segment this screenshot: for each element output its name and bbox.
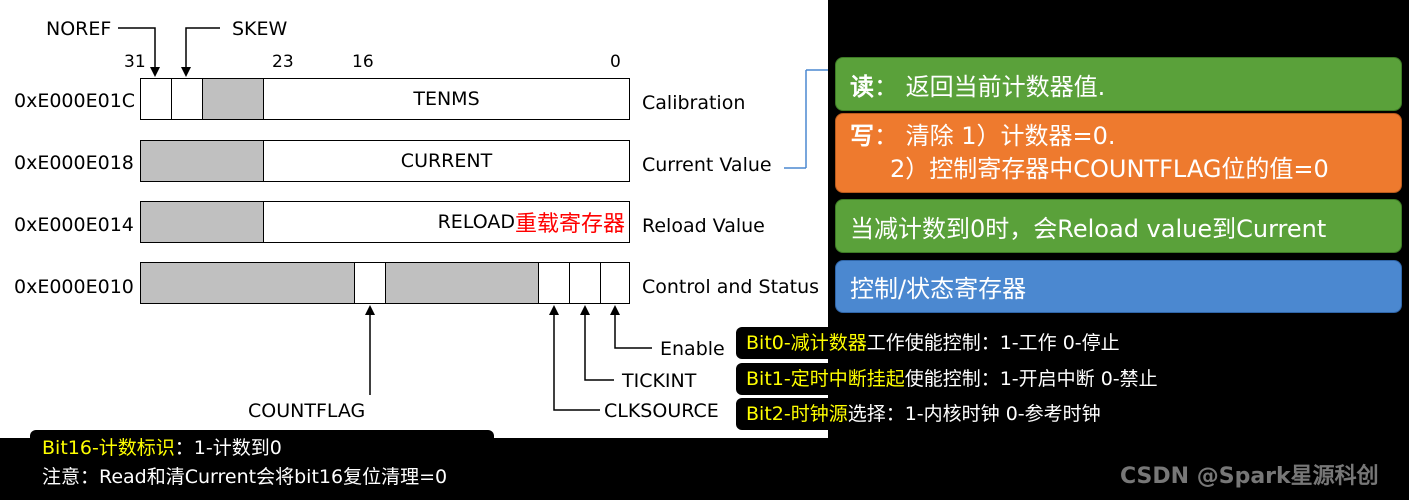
bit-number-23: 23	[272, 52, 294, 72]
write-line1: ： 清除 1）计数器=0.	[874, 122, 1116, 150]
skew-bit-cell	[172, 79, 203, 119]
skew-arrow	[181, 27, 220, 77]
tickint-bit-cell	[570, 263, 601, 303]
register-name-control: Control and Status	[642, 276, 820, 298]
read-text: ： 返回当前计数器值.	[874, 72, 1106, 101]
bit-number-0: 0	[610, 52, 621, 72]
enable-bit-cell	[601, 263, 629, 303]
bit0-rest: 工作使能控制：1-工作 0-停止	[866, 332, 1120, 354]
countflag-bit-cell	[355, 263, 386, 303]
info-reload: 当减计数到0时，会Reload value到Current	[835, 199, 1402, 253]
noref-bit-cell	[141, 79, 172, 119]
tickint-label: TICKINT	[622, 370, 697, 392]
reserved-cell	[141, 263, 355, 303]
control-text: 控制/状态寄存器	[850, 275, 1027, 303]
tenms-field: TENMS	[413, 88, 480, 110]
clksource-bit-cell	[539, 263, 570, 303]
reload-field-label: RELOAD	[437, 211, 515, 233]
register-current: CURRENT	[140, 140, 630, 182]
register-reload: RELOAD 重载寄存器	[140, 201, 630, 243]
read-key: 读	[850, 72, 874, 101]
info-read: 读： 返回当前计数器值.	[835, 57, 1402, 111]
reserved-cell	[141, 141, 264, 181]
reserved-cell	[386, 263, 539, 303]
bit-number-16: 16	[352, 52, 374, 72]
register-name-reload: Reload Value	[642, 215, 765, 237]
register-control	[140, 262, 630, 304]
current-bracket	[784, 69, 828, 169]
bit2-rest: 选择：1-内核时钟 0-参考时钟	[847, 403, 1101, 425]
bit2-note: Bit2-时钟源选择：1-内核时钟 0-参考时钟	[736, 398, 1111, 430]
bit16-rest: ：1-计数到0	[174, 437, 282, 459]
address-control: 0xE000E010	[14, 276, 134, 298]
address-calibration: 0xE000E01C	[14, 90, 136, 112]
reserved-cell	[141, 202, 264, 242]
clksource-label: CLKSOURCE	[604, 400, 719, 422]
info-write: 写： 清除 1）计数器=0. 2）控制寄存器中COUNTFLAG位的值=0	[835, 113, 1402, 193]
noref-label: NOREF	[46, 18, 112, 40]
bit1-rest: 使能控制：1-开启中断 0-禁止	[904, 368, 1158, 390]
reserved-cell	[203, 79, 264, 119]
clksource-arrow	[549, 305, 600, 411]
noref-arrow	[118, 27, 160, 77]
info-control: 控制/状态寄存器	[835, 260, 1402, 313]
enable-label: Enable	[660, 338, 725, 360]
watermark: CSDN @Spark星源科创	[1120, 464, 1379, 489]
bit-number-31: 31	[124, 52, 146, 72]
reload-field-note: 重载寄存器	[514, 212, 625, 237]
register-calibration: TENMS	[140, 78, 630, 120]
current-field: CURRENT	[400, 150, 493, 172]
countflag-label: COUNTFLAG	[248, 400, 366, 422]
bit16-line2: 注意：Read和清Current会将bit16复位清理=0	[42, 466, 448, 488]
bit16-note: Bit16-计数标识：1-计数到0 注意：Read和清Current会将bit1…	[30, 430, 494, 496]
write-line2: 2）控制寄存器中COUNTFLAG位的值=0	[890, 155, 1329, 183]
address-current: 0xE000E018	[14, 152, 134, 174]
write-key: 写	[850, 122, 874, 150]
bit1-note: Bit1-定时中断挂起使能控制：1-开启中断 0-禁止	[736, 363, 1168, 395]
bit1-highlight: Bit1-定时中断挂起	[746, 368, 905, 390]
bit2-highlight: Bit2-时钟源	[746, 403, 848, 425]
address-reload: 0xE000E014	[14, 214, 134, 236]
enable-arrow	[610, 305, 652, 349]
bit0-highlight: Bit0-减计数器	[746, 332, 867, 354]
register-name-calibration: Calibration	[642, 92, 746, 114]
bit16-highlight: Bit16-计数标识	[42, 437, 175, 459]
reload-text: 当减计数到0时，会Reload value到Current	[850, 214, 1327, 243]
bit0-note: Bit0-减计数器工作使能控制：1-工作 0-停止	[736, 327, 1130, 359]
register-name-current: Current Value	[642, 154, 772, 176]
skew-label: SKEW	[232, 18, 288, 40]
reload-field: RELOAD 重载寄存器	[264, 202, 629, 242]
tickint-arrow	[580, 305, 614, 381]
